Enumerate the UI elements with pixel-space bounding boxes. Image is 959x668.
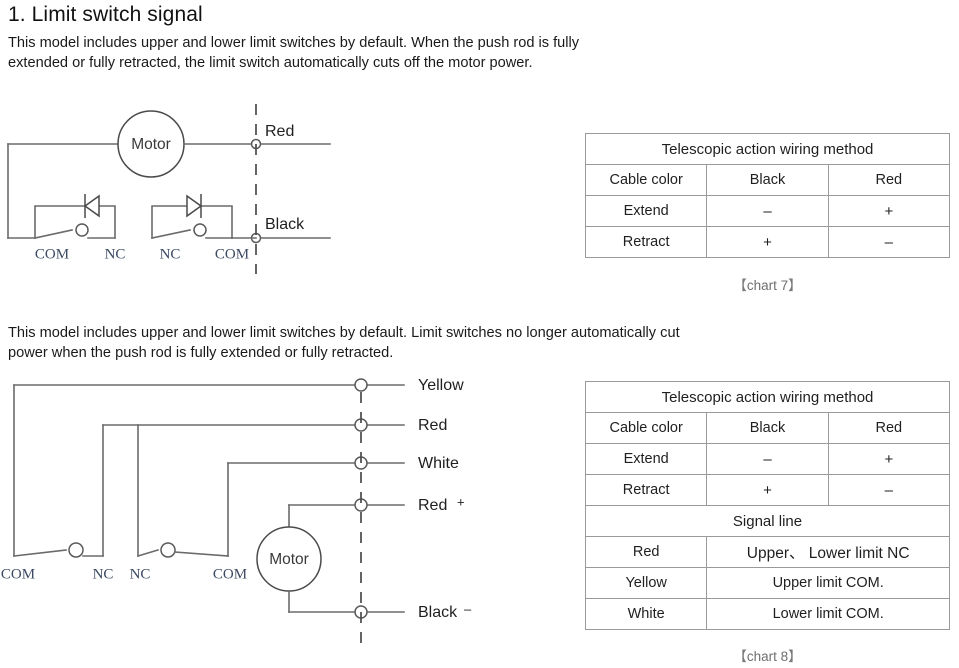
table2-row1-red: – [827,474,951,506]
table2-signal1-label: Yellow [584,567,708,599]
intro-paragraph-1-line-1: This model includes upper and lower limi… [8,35,580,51]
diode-triangle-2 [186,194,203,218]
table1-row0-label: Extend [584,195,708,227]
table1-col-label: Cable color [584,164,708,196]
wire-label-red-2: Red [418,417,447,434]
intro-paragraph-1-line-2: extended or fully retracted, the limit s… [8,55,533,71]
table1-row1-red: – [827,226,951,258]
table-row: White Lower limit COM. [584,598,950,630]
table1-row0-red: + [827,195,951,227]
table1-row1-black: + [706,226,829,258]
switch-pivot-left-2 [68,542,84,558]
table2-row0-black: – [706,443,829,475]
table2-header: Telescopic action wiring method [585,381,950,413]
table-row: Red Upper、 Lower limit NC [584,536,950,568]
table-row: Telescopic action wiring method [585,381,950,413]
switch-arm-1 [34,229,73,239]
switch-pivot-1 [75,223,89,237]
table-row: Yellow Upper limit COM. [584,567,950,599]
table-row: Retract + – [584,226,951,258]
chart-caption-7: 【chart 7】 [585,274,950,294]
wire-switch2-left [151,229,191,239]
terminal-label-nc-left-1: NC [105,246,126,262]
table-row: Extend – + [584,195,951,227]
wire-label-black-minus-sign: – [464,601,472,616]
table-row: Signal line [585,505,950,537]
terminal-label-nc-right-1: NC [160,246,181,262]
table2-row0-label: Extend [584,443,708,475]
wire-label-yellow: Yellow [418,377,464,394]
caption-text-2: chart 8 [746,649,789,664]
table1-col-red: Red [827,164,951,196]
limit-switch-circuit-diagram-2: Yellow Red White Red + Black – Motor [0,370,560,655]
table-row: Extend – + [584,443,951,475]
caption-text-1: chart 7 [746,278,789,293]
table2-signal2-label: White [584,598,708,630]
wiring-table-2: Telescopic action wiring method Cable co… [584,381,951,630]
table2-col-black: Black [706,412,829,444]
table1-row1-label: Retract [584,226,708,258]
intro-paragraph-2-line-2: power when the push rod is fully extende… [8,345,394,361]
terminal-label-com-left-1: COM [35,246,69,262]
table2-row1-black: + [706,474,829,506]
circuit-svg-1: Motor Red Black COM NC NC COM [7,104,331,274]
wiring-table-1: Telescopic action wiring method Cable co… [584,133,951,258]
caption-bracket-close-1: 】 [788,278,802,293]
caption-bracket-open-2: 【 [733,649,747,664]
table2-row1-label: Retract [584,474,708,506]
table2-signal0-value: Upper、 Lower limit NC [706,536,950,568]
intro-paragraph-2: This model includes upper and lower limi… [8,323,680,363]
table1-row0-black: – [706,195,829,227]
table1-col-black: Black [706,164,829,196]
motor-label-1: Motor [131,136,171,153]
terminal-label-com-right-1: COM [215,246,249,262]
terminal-label-com-left-2: COM [1,566,35,582]
intro-paragraph-2-line-1: This model includes upper and lower limi… [8,325,680,341]
table2-row0-red: + [827,443,951,475]
circuit-svg-2: Yellow Red White Red + Black – Motor [1,377,472,648]
switch-arm-right-2a [137,549,159,557]
wire-label-black-minus: Black [418,604,458,621]
wire-label-black-1: Black [265,216,305,233]
intro-paragraph-1: This model includes upper and lower limi… [8,33,579,73]
terminal-label-com-right-2: COM [213,566,247,582]
page-title: 1. Limit switch signal [8,3,203,26]
wire-label-red-1: Red [265,123,294,140]
table-row: Cable color Black Red [584,164,951,196]
table-row: Retract + – [584,474,951,506]
table1-header: Telescopic action wiring method [585,133,950,165]
table2-signal0-label: Red [584,536,708,568]
table2-signal2-value: Lower limit COM. [706,598,950,630]
limit-switch-circuit-diagram-1: Motor Red Black COM NC NC COM [0,96,560,281]
table2-signal1-value: Upper limit COM. [706,567,950,599]
chart-caption-8: 【chart 8】 [585,645,950,665]
wire-label-white: White [418,455,459,472]
terminal-label-nc-right-2: NC [130,566,151,582]
wire-label-red-plus-sign: + [457,494,465,509]
wire-label-red-plus: Red [418,497,447,514]
caption-bracket-open-1: 【 [733,278,747,293]
table2-col-label: Cable color [584,412,708,444]
table-row: Telescopic action wiring method [585,133,950,165]
switch-arm-left-2 [13,549,67,557]
motor-label-2: Motor [269,551,309,568]
switch-pivot-right-2 [160,542,176,558]
diode-loop-1 [34,205,116,239]
diode-triangle-1 [83,194,100,218]
switch-pivot-2 [193,223,207,237]
terminal-label-nc-left-2: NC [93,566,114,582]
switch-arm-right-2b [174,551,229,557]
table-row: Cable color Black Red [584,412,951,444]
table2-signal-header: Signal line [585,505,950,537]
caption-bracket-close-2: 】 [788,649,802,664]
table2-col-red: Red [827,412,951,444]
terminal-node-yellow [354,378,368,392]
